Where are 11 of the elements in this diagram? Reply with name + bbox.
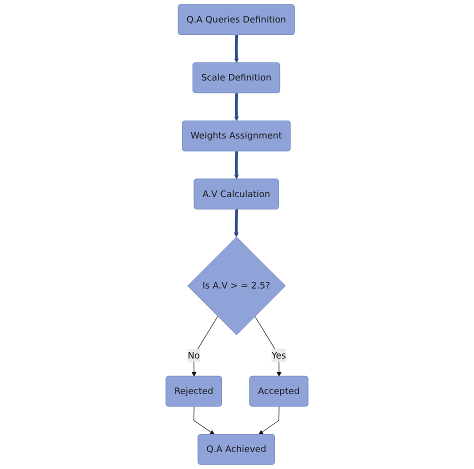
- arrow: [234, 151, 239, 180]
- arrow: [258, 406, 280, 435]
- node-diamond: Is A.V > = 2.5?: [187, 236, 286, 336]
- arrow: [234, 93, 239, 122]
- arrow: [234, 209, 239, 238]
- edge-label: No: [188, 350, 200, 361]
- arrow: [194, 406, 215, 435]
- arrow: [192, 316, 218, 377]
- arrow: [234, 34, 239, 64]
- edge-label: Yes: [272, 350, 286, 361]
- arrow: [254, 316, 282, 377]
